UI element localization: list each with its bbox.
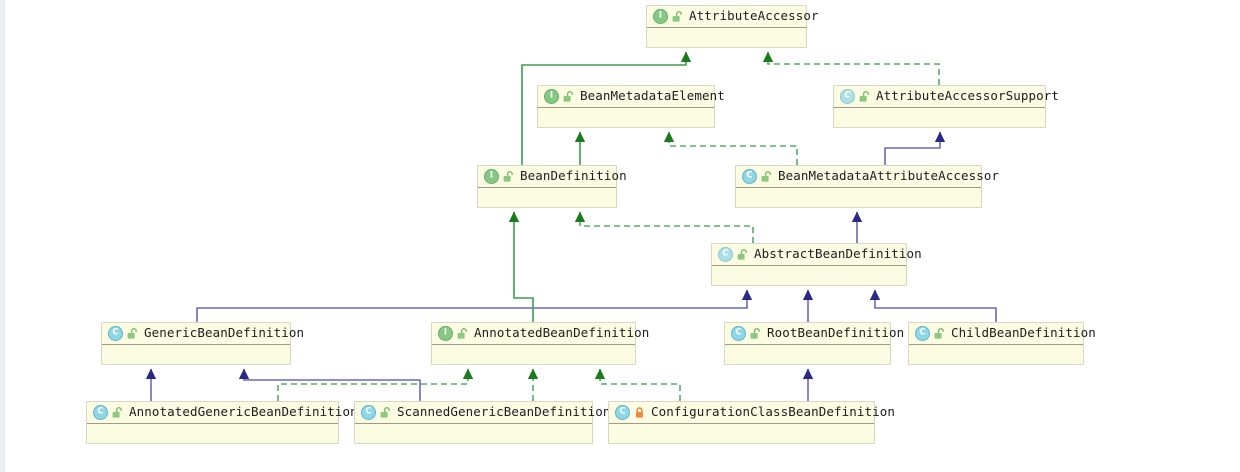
edge-beanmetadataelement-to-attributeaccessor	[582, 68, 686, 85]
edge-childbeandefinition-to-abstractbeandefinition	[869, 289, 997, 322]
unlocked-padlock-icon	[750, 327, 761, 340]
edge-annotatedbeandefinition-to-beandefinition	[508, 211, 534, 322]
locked-padlock-icon	[634, 406, 645, 419]
class-node-label: AnnotatedBeanDefinition	[474, 325, 650, 341]
class-node-label: BeanDefinition	[520, 168, 627, 184]
edge-abstractbeandefinition-to-beandefinition	[574, 211, 754, 243]
class-node-BeanMetadataElement[interactable]: I BeanMetadataElement	[537, 85, 725, 128]
class-circle-icon: C	[731, 326, 746, 341]
class-node-members-compartment	[432, 345, 635, 364]
class-node-members-compartment	[725, 345, 890, 364]
class-node-header: I BeanDefinition	[478, 166, 627, 188]
class-node-header: C AttributeAccessorSupport	[834, 86, 1059, 108]
unlocked-padlock-icon	[380, 406, 391, 419]
class-node-label: GenericBeanDefinition	[144, 325, 305, 341]
class-node-members-compartment	[102, 345, 290, 364]
class-circle-icon: C	[361, 405, 376, 420]
abstract-class-circle-icon: C	[840, 89, 855, 104]
edge-beanmetadataattributeaccessor-to-beanmetadataelement	[663, 131, 798, 165]
class-circle-icon: C	[615, 405, 630, 420]
left-gutter-strip	[0, 0, 5, 472]
class-node-header: I BeanMetadataElement	[538, 86, 725, 108]
interface-circle-icon: I	[544, 89, 559, 104]
class-node-label: RootBeanDefinition	[767, 325, 905, 341]
class-node-ConfigurationClassBeanDefinition[interactable]: C ConfigurationClassBeanDefinition	[608, 401, 895, 444]
unlocked-padlock-icon	[503, 170, 514, 183]
class-node-AbstractBeanDefinition[interactable]: C AbstractBeanDefinition	[711, 243, 922, 286]
class-node-AnnotatedBeanDefinition[interactable]: I AnnotatedBeanDefinition	[431, 322, 649, 365]
unlocked-padlock-icon	[457, 327, 468, 340]
unlocked-padlock-icon	[127, 327, 138, 340]
class-node-label: AttributeAccessor	[689, 8, 819, 24]
class-node-ScannedGenericBeanDefinition[interactable]: C ScannedGenericBeanDefinition	[354, 401, 610, 444]
unlocked-padlock-icon	[737, 248, 748, 261]
class-node-header: C AnnotatedGenericBeanDefinition	[87, 402, 358, 424]
interface-circle-icon: I	[653, 9, 668, 24]
class-node-label: ChildBeanDefinition	[951, 325, 1096, 341]
abstract-class-circle-icon: C	[718, 247, 733, 262]
class-node-BeanMetadataAttributeAccessor[interactable]: C BeanMetadataAttributeAccessor	[735, 165, 999, 208]
class-node-label: AnnotatedGenericBeanDefinition	[129, 404, 358, 420]
class-node-members-compartment	[478, 188, 616, 207]
class-node-ChildBeanDefinition[interactable]: C ChildBeanDefinition	[908, 322, 1096, 365]
class-node-header: I AttributeAccessor	[647, 6, 819, 28]
edge-configurationclassbeandefinition-to-annotatedbeandefinition	[594, 368, 681, 401]
class-node-BeanDefinition[interactable]: I BeanDefinition	[477, 165, 627, 208]
class-node-members-compartment	[834, 108, 1045, 127]
class-circle-icon: C	[93, 405, 108, 420]
class-node-RootBeanDefinition[interactable]: C RootBeanDefinition	[724, 322, 904, 365]
unlocked-padlock-icon	[761, 170, 772, 183]
class-node-members-compartment	[87, 424, 338, 443]
class-node-header: C ScannedGenericBeanDefinition	[355, 402, 610, 424]
unlocked-padlock-icon	[563, 90, 574, 103]
class-node-members-compartment	[909, 345, 1083, 364]
class-node-members-compartment	[538, 108, 714, 127]
class-node-GenericBeanDefinition[interactable]: C GenericBeanDefinition	[101, 322, 304, 365]
edge-annotatedgenericbeandefinition-to-annotatedbeandefinition	[277, 368, 474, 401]
interface-circle-icon: I	[484, 169, 499, 184]
class-node-label: AbstractBeanDefinition	[754, 246, 922, 262]
unlocked-padlock-icon	[859, 90, 870, 103]
class-node-header: C ChildBeanDefinition	[909, 323, 1096, 345]
class-node-header: C ConfigurationClassBeanDefinition	[609, 402, 895, 424]
class-node-header: I AnnotatedBeanDefinition	[432, 323, 649, 345]
class-node-header: C GenericBeanDefinition	[102, 323, 304, 345]
class-node-label: BeanMetadataAttributeAccessor	[778, 168, 1000, 184]
class-node-members-compartment	[355, 424, 592, 443]
edge-genericbeandefinition-to-abstractbeandefinition	[196, 289, 753, 322]
class-node-label: ConfigurationClassBeanDefinition	[651, 404, 896, 420]
class-node-label: ScannedGenericBeanDefinition	[397, 404, 611, 420]
unlocked-padlock-icon	[934, 327, 945, 340]
class-node-AttributeAccessor[interactable]: I AttributeAccessor	[646, 5, 819, 48]
class-node-AttributeAccessorSupport[interactable]: C AttributeAccessorSupport	[833, 85, 1059, 128]
class-node-members-compartment	[647, 28, 806, 47]
class-node-header: C RootBeanDefinition	[725, 323, 904, 345]
class-node-AnnotatedGenericBeanDefinition[interactable]: C AnnotatedGenericBeanDefinition	[86, 401, 358, 444]
class-circle-icon: C	[915, 326, 930, 341]
class-circle-icon: C	[108, 326, 123, 341]
class-node-label: BeanMetadataElement	[580, 88, 725, 104]
unlocked-padlock-icon	[112, 406, 123, 419]
unlocked-padlock-icon	[672, 10, 683, 23]
class-node-members-compartment	[609, 424, 874, 443]
class-node-header: C AbstractBeanDefinition	[712, 244, 922, 266]
class-node-members-compartment	[712, 266, 906, 285]
class-node-header: C BeanMetadataAttributeAccessor	[736, 166, 999, 188]
edge-beanmetadataattributeaccessor-to-attributeaccessorsupport	[884, 131, 946, 165]
class-node-members-compartment	[736, 188, 981, 207]
interface-circle-icon: I	[438, 326, 453, 341]
class-node-label: AttributeAccessorSupport	[876, 88, 1060, 104]
edge-scannedgenericbeandefinition-to-genericbeandefinition	[238, 368, 421, 401]
class-circle-icon: C	[742, 169, 757, 184]
edge-attributeaccessorsupport-to-attributeaccessor	[762, 51, 940, 85]
